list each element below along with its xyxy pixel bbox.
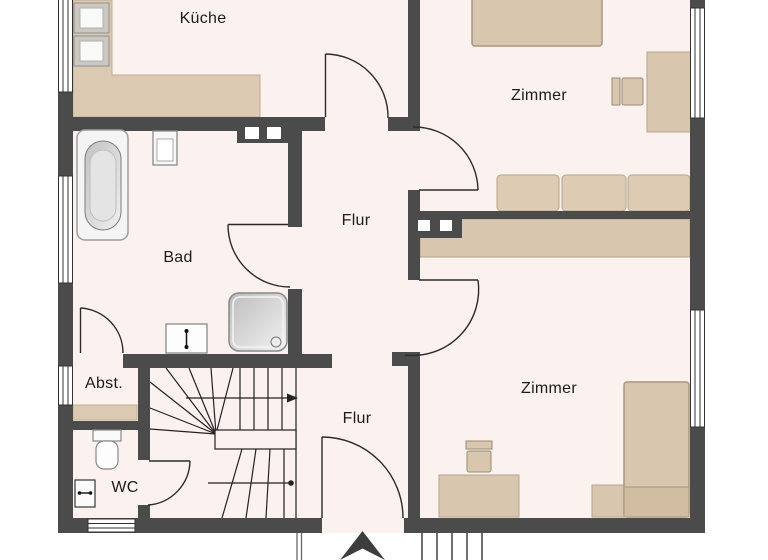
stove-icon bbox=[73, 2, 110, 67]
window-left-1 bbox=[58, 0, 73, 93]
wall-bath-bottom bbox=[123, 354, 332, 368]
room-label-wc: WC bbox=[111, 479, 139, 496]
wall-center-bottom bbox=[408, 352, 420, 518]
room-label-bedroom-bottom: Zimmer bbox=[520, 380, 578, 397]
bed bbox=[471, 0, 603, 47]
staircase bbox=[149, 367, 298, 519]
desk-chair bbox=[611, 77, 644, 106]
door-bedroom-top bbox=[412, 126, 479, 191]
wall-stub bbox=[392, 352, 420, 366]
desk-chair-2 bbox=[465, 440, 493, 473]
window-left-2 bbox=[58, 175, 73, 284]
room-label-bedroom-top: Zimmer bbox=[510, 87, 568, 104]
stair-direction-arrow-icon bbox=[287, 393, 298, 403]
wall-bath-right-upper bbox=[288, 130, 302, 227]
plumbing-squares bbox=[245, 127, 452, 231]
wall-center-top bbox=[408, 0, 420, 128]
wall-bath-right-lower bbox=[288, 289, 302, 355]
bath-sink bbox=[152, 130, 178, 166]
room-label-storage: Abst. bbox=[85, 375, 123, 392]
window-right-1 bbox=[690, 7, 705, 119]
exterior-steps bbox=[421, 533, 483, 560]
door-wc bbox=[147, 460, 191, 506]
door-bath bbox=[227, 223, 291, 288]
nightstand bbox=[591, 484, 625, 518]
window-bottom-wc bbox=[87, 518, 136, 533]
door-kitchen bbox=[324, 53, 389, 119]
door-bedroom-bottom bbox=[404, 279, 480, 357]
desk-2 bbox=[438, 474, 520, 518]
stair-walkline-start-dot bbox=[288, 480, 294, 486]
windows bbox=[58, 0, 705, 533]
bed-2 bbox=[623, 381, 690, 518]
washing-machine bbox=[165, 323, 208, 354]
wall-storage-wc-divider bbox=[73, 421, 148, 430]
doors bbox=[79, 53, 480, 519]
window-right-2 bbox=[690, 309, 705, 428]
wall-stair-left-upper bbox=[138, 368, 150, 460]
wall-stair-left-lower bbox=[138, 505, 150, 518]
wc-sink bbox=[74, 479, 96, 508]
room-label-hall-lower: Flur bbox=[342, 410, 372, 427]
wall-exterior-bottom-right bbox=[404, 518, 705, 533]
wall-plumbing-bedroom bbox=[408, 217, 462, 238]
shower bbox=[228, 292, 288, 352]
sofa bbox=[496, 174, 691, 212]
room-label-hall-upper: Flur bbox=[341, 212, 371, 229]
door-storage bbox=[79, 307, 124, 354]
shower-drain-icon bbox=[270, 336, 282, 348]
stair-walkline-down bbox=[208, 480, 294, 486]
bathtub bbox=[76, 129, 129, 241]
stair-winders-upper bbox=[149, 367, 234, 435]
stair-landing bbox=[214, 429, 297, 450]
room-label-bath: Bad bbox=[163, 249, 193, 266]
stair-walkline-up bbox=[186, 393, 298, 403]
desk bbox=[646, 51, 692, 133]
wall-bedrooms-divider bbox=[408, 211, 691, 219]
room-label-kitchen: Küche bbox=[179, 10, 227, 27]
door-entrance bbox=[321, 436, 404, 519]
window-left-3 bbox=[58, 365, 73, 406]
toilet bbox=[92, 429, 122, 470]
storage-shelf bbox=[72, 404, 138, 421]
stair-treads-upper bbox=[239, 368, 283, 430]
entrance-porch-line bbox=[296, 533, 303, 560]
entrance-arrow-icon bbox=[340, 531, 385, 560]
